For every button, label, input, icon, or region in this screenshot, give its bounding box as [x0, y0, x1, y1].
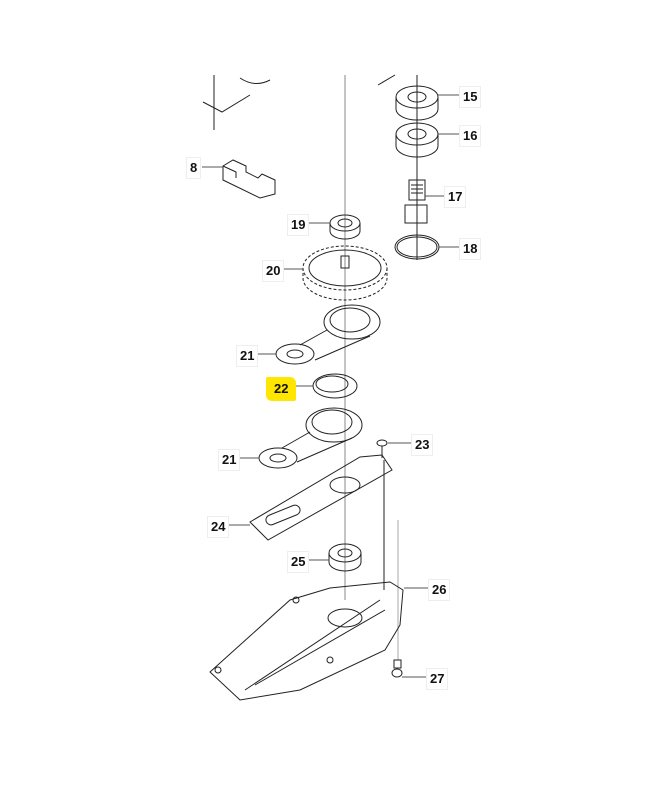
part-27-screw: [391, 659, 403, 678]
part-8-clip: [222, 159, 276, 199]
part-15-bearing: [395, 85, 439, 121]
callout-19[interactable]: 19: [287, 214, 310, 236]
callout-25[interactable]: 25: [287, 551, 310, 573]
part-22-ring: [312, 373, 358, 399]
part-26-housing: [209, 581, 404, 701]
callout-15[interactable]: 15: [459, 86, 482, 108]
callout-21-upper[interactable]: 21: [236, 345, 259, 367]
callout-20[interactable]: 20: [262, 260, 285, 282]
callout-17[interactable]: 17: [444, 186, 467, 208]
callout-8[interactable]: 8: [186, 157, 202, 179]
callout-18[interactable]: 18: [459, 238, 482, 260]
callout-26[interactable]: 26: [428, 579, 451, 601]
callout-21-lower[interactable]: 21: [218, 449, 241, 471]
part-21-connecting-rod-lower: [258, 407, 363, 469]
callout-16[interactable]: 16: [459, 125, 482, 147]
part-25-bearing: [328, 543, 362, 572]
part-24-plate: [249, 454, 393, 541]
callout-22-highlighted[interactable]: 22: [266, 377, 297, 401]
callout-23[interactable]: 23: [411, 434, 434, 456]
callout-27[interactable]: 27: [426, 668, 449, 690]
part-21-connecting-rod-upper: [275, 304, 381, 365]
partial-assembly-top-left: [202, 75, 271, 130]
part-20-gear: [302, 245, 388, 301]
callout-24[interactable]: 24: [207, 516, 230, 538]
part-17-pinion: [404, 179, 428, 224]
part-23-screw: [376, 439, 388, 458]
